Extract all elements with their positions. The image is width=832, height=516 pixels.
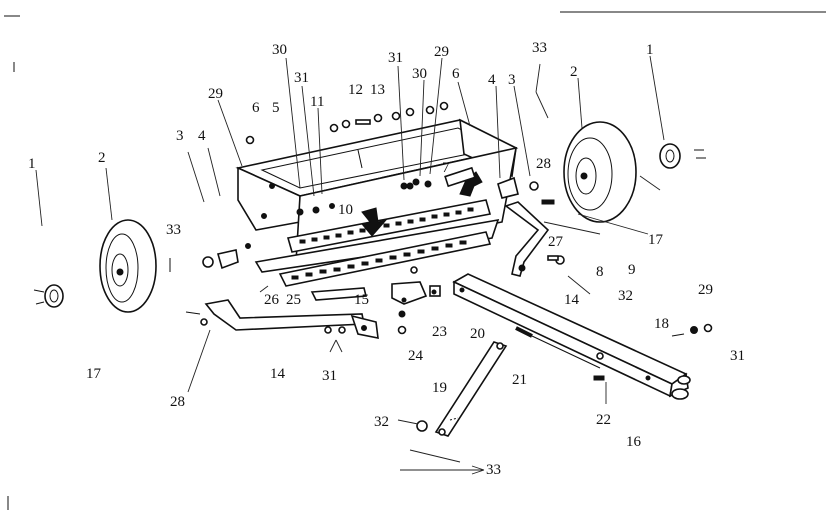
callout-9: 9 [628,262,636,278]
right-bushing [497,176,555,205]
callout-1: 1 [28,156,36,172]
callout-8: 8 [596,264,604,280]
hopper-rivets [245,180,432,249]
callout-25: 25 [286,292,301,308]
callout-6: 6 [252,100,260,116]
control-spring [515,326,601,369]
callout-30: 30 [272,42,287,58]
callout-10: 10 [338,202,353,218]
right-fasteners [593,323,713,381]
callout-31: 31 [388,50,403,66]
callout-22: 22 [596,412,611,428]
callout-33: 33 [486,462,501,478]
callout-14: 14 [564,292,580,308]
callout-28: 28 [536,156,551,172]
callout-12: 12 [348,82,363,98]
callout-6: 6 [452,66,460,82]
hopper [235,118,519,287]
callout-26: 26 [264,292,280,308]
callout-18: 18 [654,316,669,332]
flow-arrow-icon [459,171,483,197]
control-rod [416,341,508,437]
callout-11: 11 [310,94,324,110]
left-bushing [169,249,239,272]
callout-29: 29 [208,86,223,102]
left-wheel [99,219,157,313]
callout-4: 4 [198,128,206,144]
shutoff-plate [278,231,492,287]
callout-15: 15 [354,292,369,308]
callout-32: 32 [618,288,633,304]
callout-29: 29 [698,282,713,298]
callout-33: 33 [532,40,547,56]
callout-16: 16 [626,434,642,450]
callout-4: 4 [488,72,496,88]
left-wheel-arm [185,299,379,340]
callout-2: 2 [570,64,578,80]
callout-23: 23 [432,324,447,340]
callout-7: 7 [442,160,450,176]
right-wheel-arm [504,201,565,277]
callout-17: 17 [648,232,664,248]
scan-artifacts [4,11,826,510]
callout-14: 14 [270,366,286,382]
agitator-bar [286,199,492,253]
callout-31: 31 [730,348,745,364]
callout-27: 27 [548,234,564,250]
leader-lines [35,55,665,475]
callout-30: 30 [412,66,427,82]
callout-21: 21 [512,372,527,388]
callout-24: 24 [408,348,424,364]
callout-33: 33 [166,222,181,238]
callout-17: 17 [86,366,102,382]
callout-13: 13 [370,82,385,98]
callout-5: 5 [272,100,280,116]
callout-labels: 30 31 11 12 13 31 29 30 33 29 6 5 6 4 3 … [28,40,745,478]
callout-3: 3 [508,72,516,88]
callout-28: 28 [170,394,185,410]
right-wheel [563,121,637,223]
callout-1: 1 [646,42,654,58]
callout-31: 31 [322,368,337,384]
left-hub-cap [33,284,64,308]
callout-3: 3 [176,128,184,144]
center-linkage [310,266,441,335]
callout-2: 2 [98,150,106,166]
callout-32: 32 [374,414,389,430]
callout-31: 31 [294,70,309,86]
handle-frame [452,273,691,400]
right-hub-cap [659,143,706,169]
callout-19: 19 [432,380,447,396]
callout-29: 29 [434,44,449,60]
hopper-hardware [245,101,449,190]
flow-arrow-icon [361,207,388,237]
callout-20: 20 [470,326,485,342]
